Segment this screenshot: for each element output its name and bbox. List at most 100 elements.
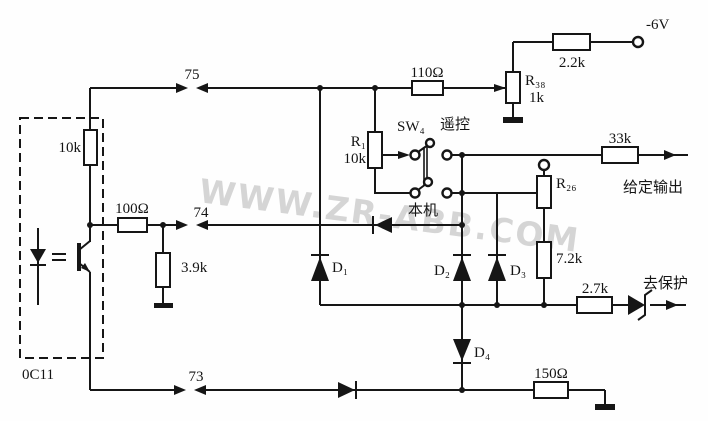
junction-dot — [160, 222, 166, 228]
diode-label: D₂ — [434, 263, 450, 279]
resistor-value: 150Ω — [534, 366, 568, 382]
resistor-72k: 7.2k — [536, 241, 583, 279]
terminal-74: 74 — [176, 205, 209, 230]
resistor-value: 100Ω — [115, 201, 149, 217]
resistor-value: 110Ω — [410, 65, 443, 81]
diode-d2: D₂ — [434, 254, 471, 281]
ground-icon — [595, 404, 615, 410]
arrow-right-icon — [174, 385, 186, 395]
resistor-body — [411, 80, 444, 96]
terminal-75: 75 — [176, 67, 208, 93]
resistor-value: 3.9k — [181, 260, 208, 276]
resistor-r26: R₂₆ — [536, 158, 576, 209]
switch-pivot — [422, 176, 434, 188]
junction-dot — [459, 222, 465, 228]
supply-label: -6V — [646, 17, 669, 33]
diode-d4: D₄ — [453, 339, 490, 364]
resistor-body — [601, 146, 639, 164]
potentiometer-body — [367, 131, 383, 169]
diode-symbol — [488, 257, 506, 281]
potentiometer-name: R₁ — [351, 134, 366, 150]
junction-dot — [87, 222, 93, 228]
arrow-right-icon — [176, 83, 188, 93]
optical-coupling-icon — [52, 253, 66, 261]
emitter-arrow-icon — [81, 263, 90, 272]
diode-symbol — [338, 382, 355, 398]
arrow-right-icon — [664, 150, 676, 160]
junction-dot — [317, 85, 323, 91]
diode-symbol — [453, 257, 471, 281]
resistor-body — [536, 175, 552, 209]
junction-dot — [541, 302, 547, 308]
diode-symbol — [375, 217, 392, 233]
junction-dot — [494, 302, 500, 308]
switch-contact — [409, 187, 421, 199]
terminal-number: 73 — [189, 369, 204, 385]
optocoupler-outline — [19, 117, 104, 359]
arrow-left-icon — [196, 220, 208, 230]
junction-dot — [459, 152, 465, 158]
wiper-arrow-icon — [398, 151, 410, 159]
arrow-right-icon — [666, 300, 678, 310]
resistor-body — [533, 381, 569, 399]
potentiometer-body — [505, 71, 521, 104]
terminal-73: 73 — [174, 369, 206, 395]
switch-contact — [441, 149, 453, 161]
zener-symbol — [628, 295, 645, 315]
resistor-110ohm: 110Ω — [410, 65, 444, 96]
junction-dot — [459, 387, 465, 393]
diode-d1: D₁ — [311, 254, 348, 281]
junction-dot — [372, 85, 378, 91]
phototransistor-collector — [78, 240, 91, 251]
ground-icon — [154, 303, 173, 308]
resistor-value: 10k — [59, 140, 82, 156]
diode-label: D₃ — [510, 263, 526, 279]
resistor-33k: 33k — [601, 131, 639, 164]
potentiometer-name: R₃₈ — [525, 73, 545, 89]
watermark-text: WWW.ZR-ABB.COM — [197, 171, 582, 260]
optocoupler-oc11: 0C11 — [19, 117, 104, 383]
resistor-22k: 2.2k — [552, 33, 591, 71]
supply-terminal-circle — [631, 35, 645, 49]
terminal-circle — [537, 158, 551, 172]
zener-diode-protection — [628, 289, 653, 321]
resistor-value: 2.2k — [559, 55, 586, 71]
switch-local-label: 本机 — [408, 201, 438, 219]
potentiometer-r1: R₁ 10k — [344, 131, 410, 169]
resistor-39k: 3.9k — [155, 252, 208, 288]
resistor-100ohm: 100Ω — [115, 201, 149, 233]
junction-dots — [87, 85, 547, 393]
wiper-arrow-icon — [494, 84, 506, 92]
resistor-value: 7.2k — [556, 251, 583, 267]
diode-label: D₄ — [474, 345, 490, 361]
junction-dot — [459, 302, 465, 308]
resistor-body — [552, 33, 591, 51]
led-icon — [30, 249, 46, 263]
supply-minus6v: -6V — [631, 17, 669, 49]
resistor-body — [536, 241, 552, 279]
ground-symbols — [154, 117, 615, 410]
output-label: 给定输出 — [623, 178, 683, 196]
zener-cathode-bar — [637, 289, 653, 321]
switch-remote-label: 遥控 — [440, 115, 470, 133]
potentiometer-value: 1k — [529, 90, 545, 106]
diode-symbol — [311, 257, 329, 281]
resistor-27k: 2.7k — [576, 281, 613, 314]
switch-sw4: SW₄ 遥控 本机 — [397, 115, 470, 219]
resistor-body — [576, 296, 613, 314]
diode-line74 — [372, 216, 392, 234]
switch-pivot — [424, 137, 436, 149]
resistor-value: 2.7k — [582, 281, 609, 297]
resistor-body — [117, 217, 148, 233]
resistor-body — [83, 129, 98, 166]
resistor-body — [155, 252, 171, 288]
resistor-150ohm: 150Ω — [533, 366, 569, 399]
resistor-10k-opto: 10k — [59, 129, 98, 166]
resistor-name: R₂₆ — [556, 176, 576, 192]
switch-name: SW₄ — [397, 119, 425, 135]
diode-line73 — [338, 381, 357, 399]
ground-icon — [503, 117, 523, 123]
junction-dot — [459, 190, 465, 196]
